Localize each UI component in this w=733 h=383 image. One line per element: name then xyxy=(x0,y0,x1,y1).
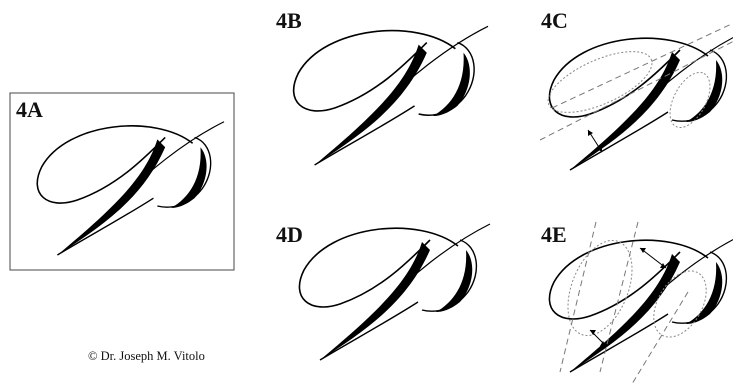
label-4d: 4D xyxy=(276,222,303,248)
letter-4a xyxy=(37,122,224,255)
letter-4b xyxy=(294,26,488,165)
label-4e: 4E xyxy=(541,222,567,248)
letter-4c xyxy=(540,20,733,170)
label-4a: 4A xyxy=(16,97,43,123)
label-4c: 4C xyxy=(541,8,568,34)
letter-4e xyxy=(549,222,733,383)
copyright-credit: © Dr. Joseph M. Vitolo xyxy=(88,349,205,364)
letter-4d xyxy=(299,224,490,360)
label-4b: 4B xyxy=(276,8,302,34)
